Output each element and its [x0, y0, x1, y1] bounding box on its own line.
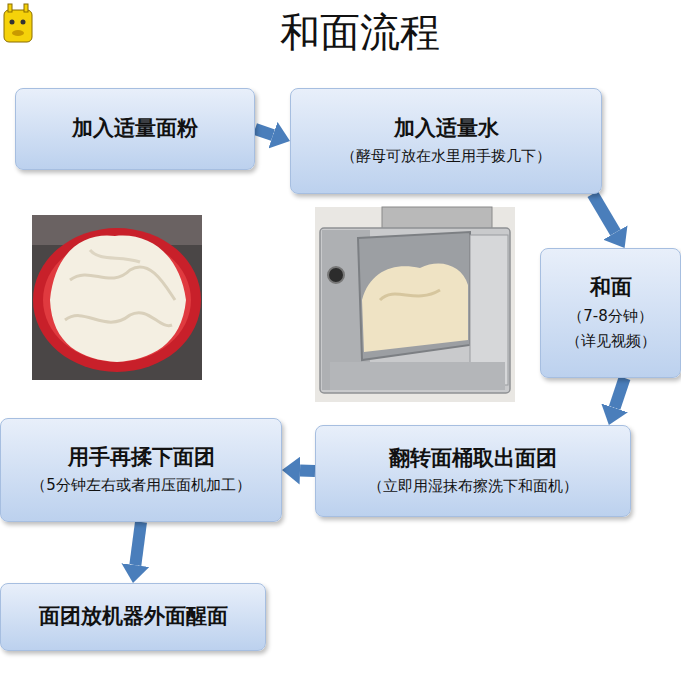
logo-icon: [4, 4, 32, 42]
process-box: 加入适量面粉: [15, 88, 255, 170]
dough-mixer-photo: [315, 207, 515, 402]
process-box: 和面 （7-8分钟） （详见视频）: [540, 248, 681, 378]
flow-arrow: [615, 378, 625, 408]
process-box: 面团放机器外面醒面: [0, 583, 266, 651]
process-box: 加入适量水 （酵母可放在水里用手拨几下）: [290, 88, 602, 194]
step-note: （详见视频）: [566, 331, 656, 352]
flow-arrow: [135, 522, 141, 565]
step-note: （酵母可放在水里用手拨几下）: [341, 146, 551, 167]
step-heading: 翻转面桶取出面团: [389, 445, 557, 472]
step-heading: 和面: [590, 274, 632, 301]
step-heading: 面团放机器外面醒面: [39, 603, 228, 630]
process-box: 翻转面桶取出面团 （立即用湿抹布擦洗下和面机）: [315, 425, 631, 517]
step-note: （立即用湿抹布擦洗下和面机）: [368, 476, 578, 497]
flow-arrow: [300, 465, 315, 477]
diagram-title: 和面流程: [200, 8, 520, 56]
dough-bowl-photo: [32, 215, 202, 380]
step-note: （5分钟左右或者用压面机加工）: [31, 475, 251, 496]
flow-arrow: [255, 129, 273, 135]
step-heading: 加入适量面粉: [72, 115, 198, 142]
step-note: （7-8分钟）: [568, 306, 653, 327]
flow-arrow: [593, 194, 616, 233]
step-heading: 加入适量水: [394, 115, 499, 142]
step-heading: 用手再揉下面团: [68, 444, 215, 471]
process-box: 用手再揉下面团 （5分钟左右或者用压面机加工）: [0, 418, 282, 522]
